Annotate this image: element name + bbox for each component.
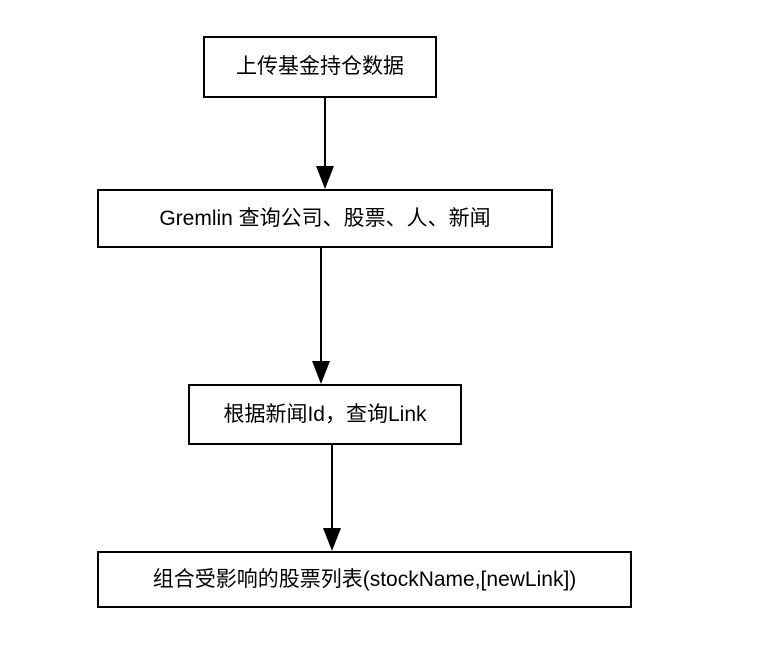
arrowhead-down-icon bbox=[323, 528, 341, 551]
flow-edge-query-link-by-news-to-combine-stock-list bbox=[331, 445, 333, 530]
flow-node-upload-fund-data: 上传基金持仓数据 bbox=[203, 36, 437, 98]
flow-edge-upload-fund-data-to-gremlin-query bbox=[324, 98, 326, 168]
flow-node-gremlin-query: Gremlin 查询公司、股票、人、新闻 bbox=[97, 189, 553, 248]
arrowhead-down-icon bbox=[316, 166, 334, 189]
flow-edge-gremlin-query-to-query-link-by-news bbox=[320, 248, 322, 363]
arrowhead-down-icon bbox=[312, 361, 330, 384]
flow-node-query-link-by-news: 根据新闻Id，查询Link bbox=[188, 384, 462, 445]
flow-node-combine-stock-list: 组合受影响的股票列表(stockName,[newLink]) bbox=[97, 551, 632, 608]
